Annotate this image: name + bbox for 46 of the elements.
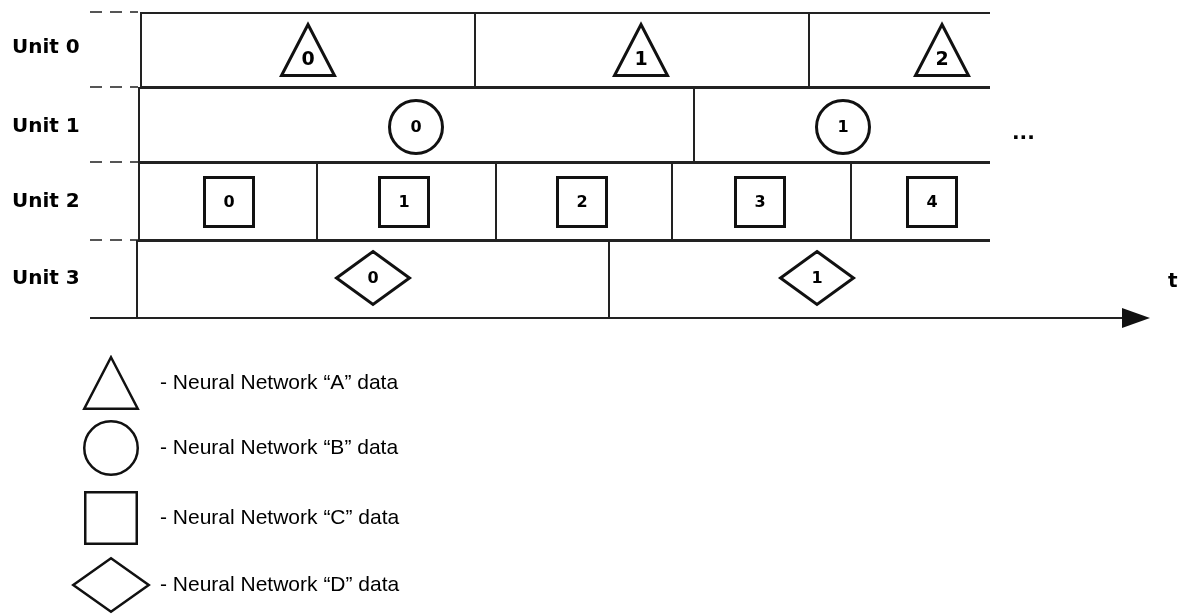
marker-number: 0 xyxy=(409,117,423,137)
unit-label: Unit 2 xyxy=(12,188,80,212)
legend-text: - Neural Network “B” data xyxy=(160,435,399,459)
time-slot xyxy=(495,162,671,241)
marker-number: 1 xyxy=(633,48,649,68)
axis-label: t xyxy=(1168,268,1178,292)
triangle-marker xyxy=(279,22,337,78)
time-slot xyxy=(316,162,495,241)
marker-number: 1 xyxy=(397,192,411,212)
diamond-marker xyxy=(334,249,412,307)
triangle-marker xyxy=(612,22,670,78)
time-slot xyxy=(138,162,316,241)
marker-number: 0 xyxy=(366,268,380,288)
marker-number: 1 xyxy=(810,268,824,288)
unit-label: Unit 3 xyxy=(12,265,80,289)
time-slot xyxy=(608,240,990,319)
marker-number: 2 xyxy=(575,192,589,212)
legend-text: - Neural Network “C” data xyxy=(160,505,400,529)
time-slot xyxy=(850,162,990,241)
marker-number: 0 xyxy=(300,48,316,68)
time-slot xyxy=(474,12,808,88)
legend-text: - Neural Network “A” data xyxy=(160,370,399,394)
time-slot xyxy=(138,87,693,163)
square-marker xyxy=(733,175,787,229)
time-slot xyxy=(693,87,990,163)
legend-text: - Neural Network “D” data xyxy=(160,572,400,596)
triangle-marker xyxy=(913,22,971,78)
marker-number: 0 xyxy=(222,192,236,212)
unit-label: Unit 0 xyxy=(12,34,80,58)
circle-marker xyxy=(814,98,872,156)
square-marker xyxy=(377,175,431,229)
marker-number: 4 xyxy=(925,192,939,212)
ellipsis: ... xyxy=(1012,120,1035,144)
diamond-marker xyxy=(778,249,856,307)
time-slot xyxy=(671,162,850,241)
time-slot xyxy=(808,12,990,88)
time-slot xyxy=(140,12,474,88)
square-marker xyxy=(555,175,609,229)
marker-number: 1 xyxy=(836,117,850,137)
unit-label: Unit 1 xyxy=(12,113,80,137)
square-marker xyxy=(202,175,256,229)
marker-number: 2 xyxy=(934,48,950,68)
square-marker xyxy=(905,175,959,229)
circle-marker xyxy=(387,98,445,156)
time-slot xyxy=(136,240,608,319)
marker-number: 3 xyxy=(753,192,767,212)
